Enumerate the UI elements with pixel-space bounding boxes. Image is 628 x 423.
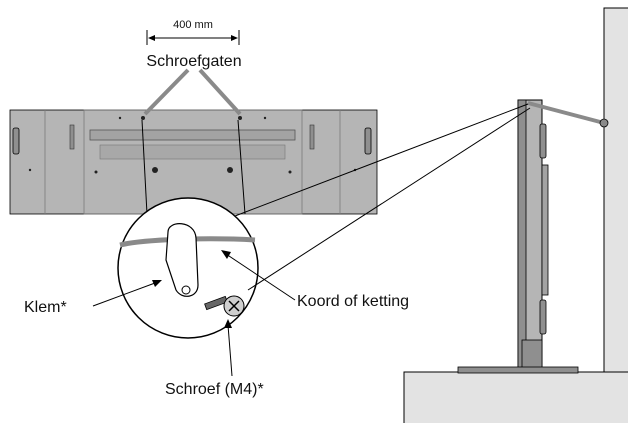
leader-side-upper (234, 103, 529, 217)
wall-vertical (603, 7, 628, 423)
panel-holes (28, 116, 357, 174)
label-cord: Koord of ketting (297, 293, 409, 310)
label-screw: Schroef (M4)* (165, 381, 264, 398)
screw-icon (204, 295, 245, 317)
cord-callout: Koord of ketting (221, 250, 409, 310)
wall (403, 7, 628, 423)
screw-callout: Schroef (M4)* (165, 319, 264, 398)
dimension-value: 400 mm (173, 19, 213, 31)
display-side-view (457, 99, 609, 374)
screw-pointer (227, 324, 233, 377)
display-back-vent (99, 144, 286, 160)
dimension-400mm: 400 mm (146, 16, 240, 45)
display-side-bezel (517, 99, 527, 371)
handle-right (364, 127, 372, 155)
side-cord (527, 101, 605, 125)
floor-surface (403, 371, 628, 423)
magnifier-leader (141, 119, 246, 215)
cord-arrow-icon (221, 250, 231, 259)
clamp-hole (181, 285, 191, 295)
dimension-arrow-right-icon (231, 35, 238, 41)
display-back-view (9, 109, 378, 215)
slot-right (309, 124, 315, 150)
leader-left (141, 119, 148, 215)
clamp-callout: Klem* (24, 280, 162, 316)
screw-holes-pointer-left (143, 68, 190, 116)
stand-base (457, 366, 579, 374)
label-screw-holes: Schroefgaten (146, 53, 241, 70)
side-detail-leaders (234, 103, 531, 291)
leader-side-lower (247, 107, 531, 291)
wall-corner-fill (604, 373, 628, 423)
cord-pointer (225, 253, 296, 301)
handle-left (12, 127, 20, 155)
display-side-panel (541, 164, 549, 296)
clamp-arrow-icon (152, 280, 162, 287)
wall-hook-icon (599, 118, 609, 128)
screw-holes-callout: Schroefgaten (143, 53, 242, 116)
display-side-handle-top (539, 123, 547, 159)
screw-holes-pointer-right (198, 68, 242, 116)
clamp-icon (165, 223, 199, 297)
clamp-pointer (92, 282, 156, 307)
zoom-detail-circle (117, 197, 259, 339)
slot-left (69, 124, 75, 150)
display-back-ridge (89, 129, 296, 141)
label-clamp: Klem* (24, 299, 67, 316)
leader-right (237, 119, 246, 215)
stand-neck (521, 339, 543, 369)
screw-arrow-icon (224, 319, 232, 328)
dimension-arrow-left-icon (148, 35, 155, 41)
display-side-handle-bottom (539, 299, 547, 335)
